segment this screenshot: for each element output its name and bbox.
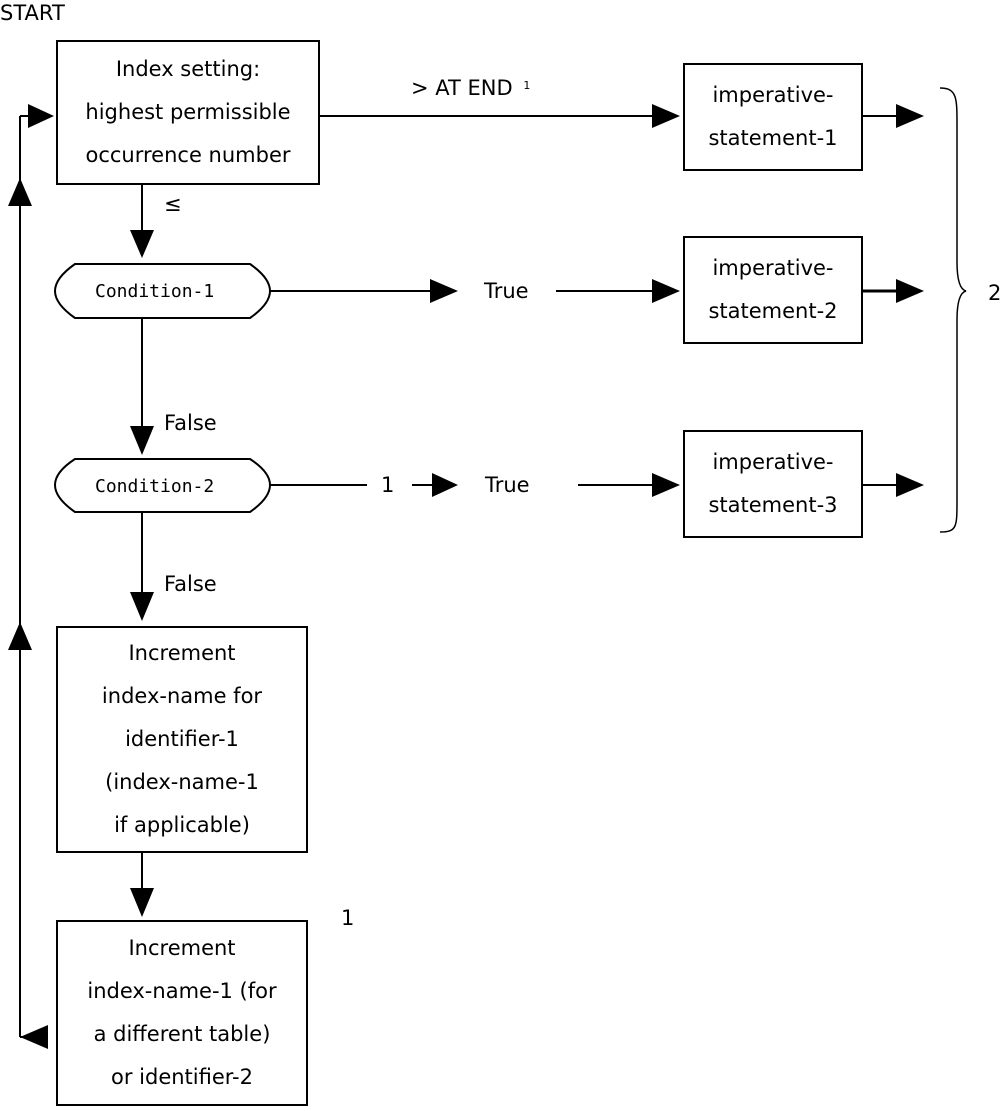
imperative-statement-2-box: imperative- statement-2 <box>683 236 863 344</box>
index-setting-line-2: highest permissible <box>85 100 291 124</box>
start-label: START <box>0 1 65 25</box>
increment-2-line-4: or identifier-2 <box>111 1065 253 1089</box>
imperative-2-line-2: statement-2 <box>708 299 838 323</box>
increment-1-line-3: identifier-1 <box>125 727 239 751</box>
condition-1-label: Condition-1 <box>95 281 215 302</box>
condition-2-note: 1 <box>381 473 395 497</box>
increment-1-line-4: (index-name-1 <box>105 770 259 794</box>
condition-2-shape <box>53 458 272 513</box>
imperative-2-line-1: imperative- <box>712 256 834 280</box>
true-label-condition-2: True <box>485 473 530 497</box>
increment-2-line-1: Increment <box>128 936 236 960</box>
imperative-statement-3-box: imperative- statement-3 <box>683 430 863 538</box>
index-setting-line-3: occurrence number <box>85 143 291 167</box>
increment-2-line-3: a different table) <box>93 1022 271 1046</box>
imperative-3-line-1: imperative- <box>712 450 834 474</box>
imperative-statement-1-box: imperative- statement-1 <box>683 63 863 171</box>
at-end-footnote: 1 <box>523 79 531 92</box>
at-end-label: > AT END 1 <box>411 75 530 101</box>
less-equal-label: ≤ <box>164 192 182 216</box>
increment-1-line-5: if applicable) <box>114 813 250 837</box>
increment-2-line-2: index-name-1 (for <box>87 979 277 1003</box>
true-label-condition-1: True <box>484 279 529 303</box>
false-label-condition-1: False <box>164 411 217 435</box>
imperative-3-line-2: statement-3 <box>708 493 838 517</box>
condition-1-shape <box>53 263 272 319</box>
increment-1-line-2: index-name for <box>101 684 263 708</box>
increment-2-footnote: 1 <box>341 906 355 930</box>
imperative-1-line-1: imperative- <box>712 83 834 107</box>
index-setting-box: Index setting: highest permissible occur… <box>56 40 320 185</box>
brace-footnote-label: 2 <box>988 281 1002 305</box>
at-end-text: > AT END <box>411 76 513 100</box>
increment-1-line-1: Increment <box>128 641 236 665</box>
condition-2-label: Condition-2 <box>95 476 215 497</box>
increment-index-name-box: Increment index-name for identifier-1 (i… <box>56 626 308 853</box>
increment-index-name-1-box: Increment index-name-1 (for a different … <box>56 920 308 1106</box>
false-label-condition-2: False <box>164 572 217 596</box>
imperative-1-line-2: statement-1 <box>708 126 838 150</box>
index-setting-line-1: Index setting: <box>115 57 261 81</box>
